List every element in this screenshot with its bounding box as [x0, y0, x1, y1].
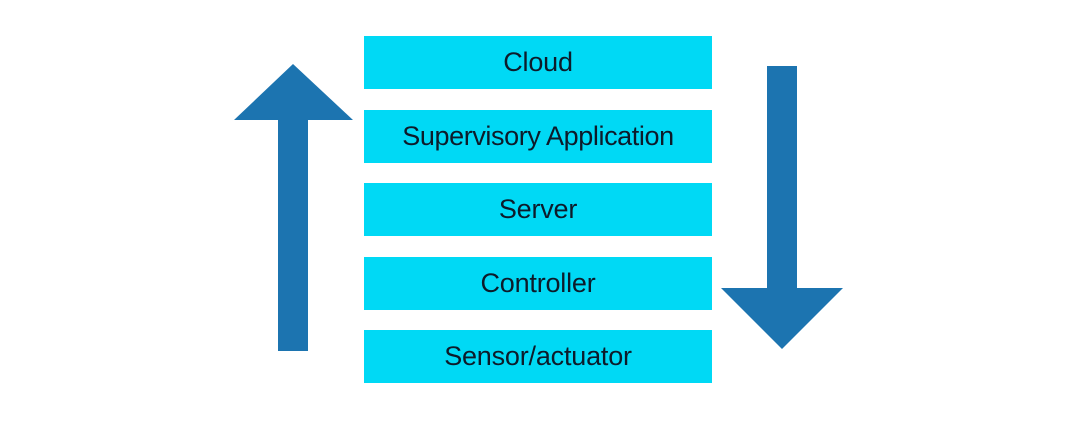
layer-bar-controller[interactable]: Controller [364, 256, 712, 310]
layer-bar-cloud[interactable]: Cloud [364, 36, 712, 89]
layer-label-cloud: Cloud [503, 47, 573, 77]
layer-bar-sensor-actuator[interactable]: Sensor/actuator [364, 330, 712, 383]
layer-bar-server[interactable]: Server [364, 183, 712, 236]
layer-label-sensor-actuator: Sensor/actuator [444, 341, 632, 371]
down-arrow [721, 66, 843, 349]
layer-label-server: Server [498, 194, 578, 224]
layer-bar-supervisory-application[interactable]: Supervisory Application [364, 109, 712, 163]
down-arrow-shape [721, 66, 843, 349]
up-arrow [234, 64, 353, 351]
layer-stack: Cloud Supervisory Application Server Con… [364, 36, 712, 383]
layer-label-supervisory-application: Supervisory Application [402, 120, 674, 151]
up-arrow-shape [234, 64, 353, 351]
layer-label-controller: Controller [480, 267, 596, 298]
